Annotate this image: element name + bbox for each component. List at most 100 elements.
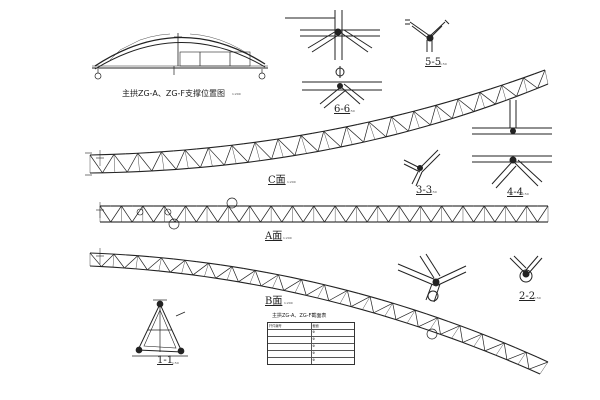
truss-a-diagonal	[537, 205, 549, 223]
section-5-5-label: 5-5	[425, 57, 442, 68]
table-title: 主拱ZG-A、ZG-F截面表	[272, 313, 327, 319]
truss-b-bottom-chord	[451, 337, 463, 343]
truss-c-diagonal	[200, 147, 209, 168]
truss-b-bottom-chord	[158, 270, 171, 273]
section-c-label: C面	[268, 175, 286, 186]
truss-a-diagonal	[292, 205, 304, 223]
truss-b-top-chord	[481, 333, 494, 339]
table-header-row: 杆件编号截面	[268, 323, 354, 329]
truss-c-top-chord	[391, 113, 403, 118]
truss-a-diagonal	[324, 205, 336, 223]
truss-b-top-chord	[503, 342, 516, 349]
truss-b-top-chord	[101, 252, 114, 255]
truss-b-top-chord	[459, 325, 472, 331]
truss-a-diagonal	[345, 205, 357, 223]
truss-c-top-chord	[534, 69, 546, 75]
truss-a-diagonal	[377, 205, 389, 223]
truss-c-top-chord	[196, 147, 209, 150]
truss-b-diagonal	[459, 325, 464, 343]
node-detail-3-3	[403, 149, 441, 187]
truss-c-top-chord	[457, 95, 470, 100]
truss-a-diagonal	[110, 205, 122, 223]
truss-b-vertical	[317, 284, 325, 299]
truss-b-bottom-chord	[283, 289, 296, 294]
truss-b-top-chord	[358, 292, 371, 298]
truss-c-top-chord	[208, 146, 221, 149]
truss-c-bottom-chord	[397, 130, 409, 135]
truss-c-top-chord	[149, 151, 162, 154]
truss-c-diagonal	[317, 131, 325, 152]
truss-c-diagonal	[184, 149, 201, 168]
table-cell	[268, 358, 311, 364]
truss-c-diagonal	[175, 149, 186, 170]
truss-c-bottom-chord	[212, 164, 225, 167]
node-detail-top	[285, 10, 380, 60]
truss-c-diagonal	[102, 154, 115, 173]
scale-6-6: 1:50	[348, 109, 355, 113]
truss-c-top-chord	[380, 116, 392, 120]
truss-c-bottom-chord	[294, 152, 307, 157]
truss-b-top-chord	[149, 256, 162, 259]
truss-c-diagonal	[385, 116, 392, 137]
truss-c-bottom-chord	[462, 111, 475, 116]
truss-b-bottom-chord	[260, 285, 273, 289]
truss-b-top-chord	[125, 254, 138, 257]
truss-c-vertical	[346, 126, 353, 145]
truss-c-diagonal	[208, 147, 225, 166]
truss-c-top-chord	[312, 130, 324, 134]
truss-b-top-chord	[381, 299, 393, 304]
truss-b-bottom-chord	[204, 275, 216, 279]
truss-b-bottom-chord	[170, 271, 182, 275]
truss-c-top-chord	[523, 73, 535, 79]
truss-c-bottom-chord	[151, 169, 165, 172]
truss-b-bottom-chord	[215, 277, 228, 281]
truss-a-diagonal	[174, 205, 186, 223]
truss-b-diagonal	[418, 317, 438, 328]
truss-b-diagonal	[347, 290, 352, 307]
truss-c-bottom-chord	[176, 167, 189, 170]
truss-b-vertical	[294, 279, 302, 293]
truss-b-bottom-chord	[306, 294, 318, 299]
truss-a-diagonal	[334, 205, 347, 223]
truss-b-bottom-chord	[373, 312, 385, 317]
truss-c-diagonal	[501, 84, 517, 97]
truss-a-diagonal	[228, 205, 240, 223]
truss-a-diagonal	[99, 205, 112, 223]
scale-4-4: 1:50	[522, 192, 529, 196]
truss-c-top-chord	[357, 121, 370, 125]
truss-b-diagonal	[440, 325, 461, 335]
truss-b-diagonal	[278, 274, 285, 291]
truss-c-bottom-chord	[537, 83, 549, 89]
truss-b-diagonal	[462, 333, 483, 343]
scale-plan: 1:200	[232, 92, 241, 96]
truss-c-vertical	[523, 77, 528, 93]
truss-b-top-chord	[220, 264, 233, 268]
truss-a-diagonal	[238, 205, 251, 223]
truss-b-top-chord	[403, 306, 416, 311]
section-6-6-label: 6-6	[334, 104, 351, 115]
truss-c-vertical	[391, 116, 398, 135]
truss-c-diagonal	[151, 151, 162, 172]
truss-b-bottom-chord	[181, 272, 194, 276]
truss-b-top-chord	[231, 266, 244, 270]
scale-c: 1:200	[287, 180, 296, 184]
truss-c-bottom-chord	[352, 141, 364, 146]
truss-b-bottom-chord	[351, 306, 363, 311]
truss-c-diagonal	[113, 154, 128, 173]
truss-b-bottom-chord	[362, 309, 374, 314]
truss-b-bottom-chord	[101, 266, 114, 268]
truss-b-diagonal	[192, 262, 209, 276]
truss-b-top-chord	[525, 351, 538, 358]
truss-b-diagonal	[238, 270, 256, 283]
truss-c-diagonal	[126, 153, 139, 173]
truss-b-vertical	[339, 290, 348, 304]
truss-a-diagonal	[185, 205, 197, 223]
truss-b-diagonal	[306, 284, 325, 296]
truss-a-diagonal	[196, 205, 208, 223]
truss-b-top-chord	[536, 356, 549, 363]
truss-c-bottom-chord	[224, 163, 237, 166]
truss-b-bottom-chord	[112, 266, 125, 269]
truss-a-diagonal	[483, 205, 496, 223]
truss-node-marker	[164, 208, 172, 216]
truss-c-diagonal	[340, 126, 347, 148]
